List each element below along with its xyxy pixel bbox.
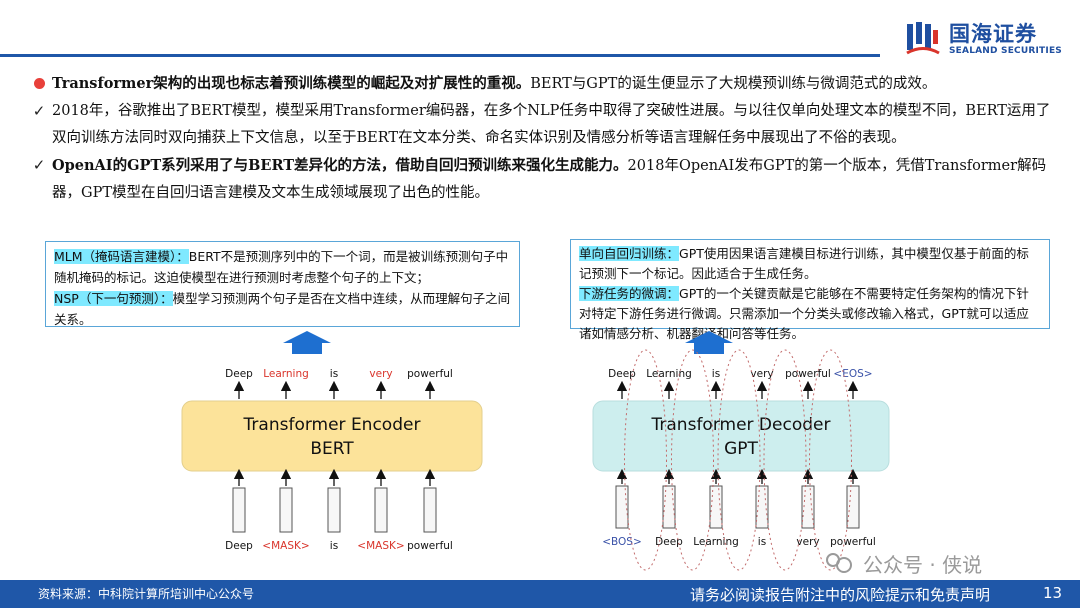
- encoder-input-token: <MASK>: [262, 540, 309, 552]
- watermark-text: 公众号 · 侠说: [863, 553, 983, 577]
- decoder-output-token: powerful: [785, 368, 831, 380]
- autoregressive-label: 单向自回归训练：: [579, 246, 680, 261]
- decoder-input-token: powerful: [830, 536, 876, 548]
- header: 国海证券 SEALAND SECURITIES: [0, 0, 1080, 70]
- wechat-official-account-icon: [826, 553, 852, 573]
- up-arrow-icon: [685, 331, 733, 354]
- causal-link-ellipse: [717, 349, 761, 571]
- decoder-block: [592, 400, 890, 472]
- embedding-vector: [662, 485, 676, 529]
- bullet-text: 2018年OpenAI发布GPT的第一个版本，凭借Transformer解码器，…: [52, 158, 1047, 201]
- bullet-item: ✓ 2018年，谷歌推出了BERT模型，模型采用Transformer编码器，在…: [30, 98, 1055, 152]
- footer-bar: [0, 580, 1080, 608]
- decoder-output-token: is: [712, 368, 720, 380]
- encoder-output-token: very: [369, 368, 392, 380]
- bullet-text: 2018年，谷歌推出了BERT模型，模型采用Transformer编码器，在多个…: [52, 103, 1051, 146]
- embedding-vector: [615, 485, 629, 529]
- mlm-label: MLM（掩码语言建模）：: [54, 249, 189, 264]
- brand-logo: 国海证券 SEALAND SECURITIES: [905, 18, 1065, 62]
- causal-link-ellipse: [763, 349, 807, 571]
- autoregressive-text: GPT使用因果语言建模目标进行训练，其中模型仅基于前面的标记预测下一个标记。因此…: [579, 246, 1029, 281]
- up-arrow-icon: [283, 331, 331, 354]
- encoder-input-token: Deep: [225, 540, 253, 552]
- check-icon: ✓: [32, 156, 46, 174]
- footer-disclaimer: 请务必阅读报告附注中的风险提示和免责声明: [690, 586, 991, 604]
- bullet-list: Transformer架构的出现也标志着预训练模型的崛起及对扩展性的重视。BER…: [30, 70, 1055, 207]
- embedding-vector: [327, 487, 341, 533]
- bullet-item: Transformer架构的出现也标志着预训练模型的崛起及对扩展性的重视。BER…: [30, 70, 1055, 98]
- gpt-description-box: 单向自回归训练：GPT使用因果语言建模目标进行训练，其中模型仅基于前面的标记预测…: [570, 239, 1050, 341]
- footer-source: 资料来源：中科院计算所培训中心公众号: [38, 587, 255, 601]
- bullet-bold-text: OpenAI的GPT系列采用了与BERT差异化的方法，借助自回归预训练来强化生成…: [52, 157, 628, 174]
- encoder-output-token: Deep: [225, 368, 253, 380]
- decoder-input-token: is: [758, 536, 766, 548]
- decoder-subtitle: GPT: [724, 439, 758, 459]
- encoder-input-token: <MASK>: [357, 540, 404, 552]
- encoder-title: Transformer Encoder: [243, 415, 421, 435]
- nsp-label: NSP（下一句预测）：: [54, 291, 173, 306]
- bullet-bold-text: Transformer架构的出现也标志着预训练模型的崛起及对扩展性的重视。: [52, 75, 531, 92]
- decoder-input-token: <BOS>: [602, 536, 642, 548]
- bullet-text: BERT与GPT的诞生便显示了大规模预训练与微调范式的成效。: [530, 76, 937, 92]
- bullet-item: ✓ OpenAI的GPT系列采用了与BERT差异化的方法，借助自回归预训练来强化…: [30, 152, 1055, 207]
- check-icon: ✓: [32, 102, 46, 120]
- finetune-label: 下游任务的微调：: [579, 286, 680, 301]
- decoder-input-token: Learning: [693, 536, 739, 548]
- encoder-input-token: is: [330, 540, 338, 552]
- embedding-vector: [846, 485, 860, 529]
- decoder-output-token: Deep: [608, 368, 636, 380]
- finetune-text: GPT的一个关键贡献是它能够在不需要特定任务架构的情况下针对特定下游任务进行微调…: [579, 286, 1029, 341]
- red-dot-icon: [30, 70, 48, 99]
- nsp-text: 模型学习预测两个句子是否在文档中连续，从而理解句子之间关系。: [54, 291, 511, 327]
- encoder-output-token: powerful: [407, 368, 453, 380]
- embedding-vector: [709, 485, 723, 529]
- embedding-vector: [374, 487, 388, 533]
- brand-name-cn: 国海证券: [949, 22, 1037, 46]
- decoder-output-token: <EOS>: [833, 368, 872, 380]
- sealand-logo-icon: [906, 22, 940, 55]
- decoder-input-token: very: [796, 536, 819, 548]
- encoder-subtitle: BERT: [310, 439, 354, 459]
- causal-link-ellipse: [671, 349, 714, 571]
- embedding-vector: [232, 487, 246, 533]
- causal-link-ellipse: [809, 349, 852, 571]
- decoder-title: Transformer Decoder: [651, 415, 831, 435]
- wechat-watermark: 公众号 · 侠说: [825, 547, 1055, 581]
- encoder-output-token: Learning: [263, 368, 309, 380]
- encoder-block: [181, 400, 483, 472]
- encoder-output-token: is: [330, 368, 338, 380]
- page-number: 13: [1043, 584, 1063, 602]
- embedding-vector: [423, 487, 437, 533]
- causal-link-ellipse: [624, 349, 667, 571]
- encoder-input-token: powerful: [407, 540, 453, 552]
- embedding-vector: [279, 487, 293, 533]
- decoder-output-token: Learning: [646, 368, 692, 380]
- brand-name-en: SEALAND SECURITIES: [949, 46, 1062, 56]
- decoder-output-token: very: [750, 368, 773, 380]
- mlm-text: BERT不是预测序列中的下一个词，而是被训练预测句子中随机掩码的标记。这迫使模型…: [54, 249, 509, 285]
- header-rule: [0, 54, 880, 57]
- bert-description-box: MLM（掩码语言建模）：BERT不是预测序列中的下一个词，而是被训练预测句子中随…: [45, 241, 520, 327]
- decoder-input-token: Deep: [655, 536, 683, 548]
